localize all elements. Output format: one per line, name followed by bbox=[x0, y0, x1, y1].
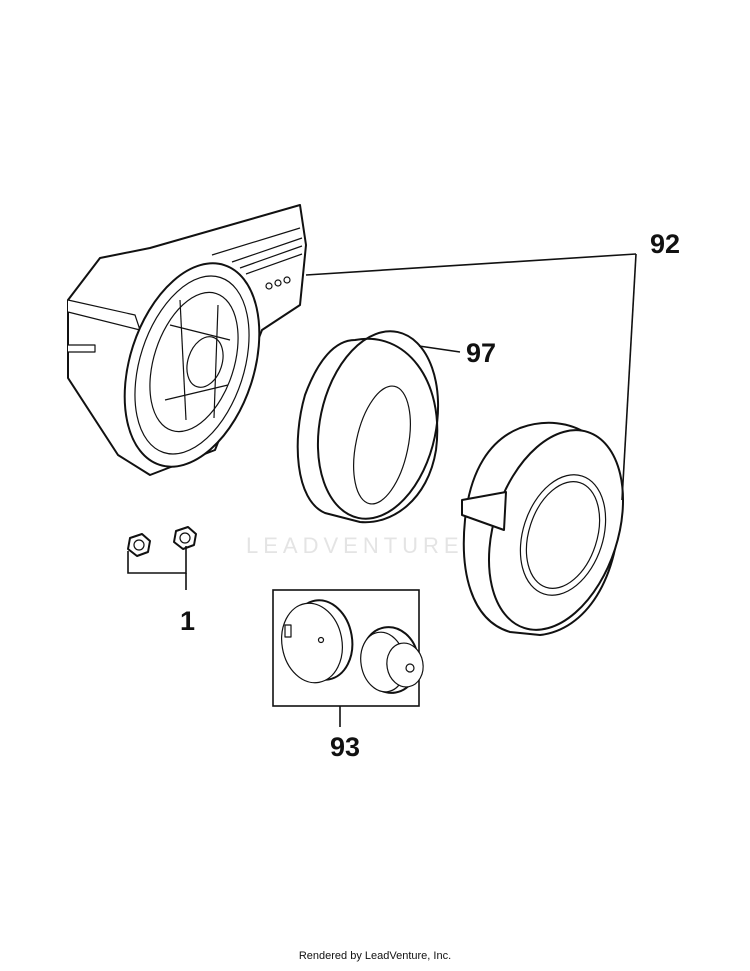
callout-97: 97 bbox=[466, 338, 496, 368]
leader-lines bbox=[127, 253, 637, 727]
hex-nut-right bbox=[173, 526, 197, 550]
callout-92: 92 bbox=[650, 229, 680, 259]
callout-1: 1 bbox=[180, 606, 195, 636]
watermark-text: LEADVENTURE bbox=[246, 533, 464, 558]
foam-filter-element bbox=[296, 330, 440, 524]
cover-knob-cap bbox=[281, 599, 354, 684]
callout-93: 93 bbox=[330, 732, 360, 762]
hex-nut-left bbox=[127, 533, 151, 557]
footer-credit: Rendered by LeadVenture, Inc. bbox=[298, 950, 452, 962]
air-filter-cartridge bbox=[461, 421, 625, 636]
blower-housing bbox=[67, 204, 307, 476]
cover-knob-stem bbox=[360, 626, 424, 694]
part-93-group bbox=[272, 589, 424, 707]
